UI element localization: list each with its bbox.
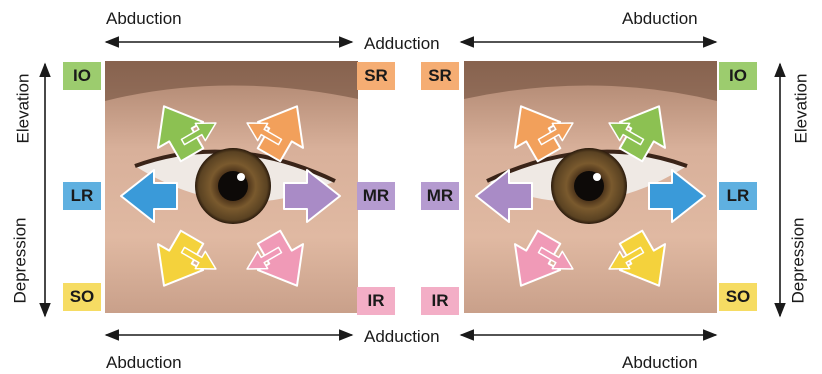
so-arrow-left-eye xyxy=(141,224,220,298)
lr-arrow-left-eye xyxy=(121,170,177,222)
io-badge-right: IO xyxy=(719,62,757,90)
io-badge-left: IO xyxy=(63,62,101,90)
so-badge-right: SO xyxy=(719,283,757,311)
sr-badge-left: SR xyxy=(357,62,395,90)
ir-badge-left: IR xyxy=(357,287,395,315)
sr-badge-right: SR xyxy=(421,62,459,90)
lr-arrow-right-eye xyxy=(649,170,705,222)
mr-arrow-right-eye xyxy=(476,170,532,222)
sr-arrow-left-eye xyxy=(242,93,319,167)
so-badge-left: SO xyxy=(63,283,101,311)
ir-badge-right: IR xyxy=(421,287,459,315)
mr-arrow-left-eye xyxy=(284,170,340,222)
io-arrow-right-eye xyxy=(604,93,681,167)
mr-badge-left: MR xyxy=(357,182,395,210)
lr-badge-right: LR xyxy=(719,182,757,210)
io-arrow-left-eye xyxy=(141,93,220,167)
ir-arrow-left-eye xyxy=(242,224,319,298)
sr-arrow-right-eye xyxy=(498,93,577,167)
so-arrow-right-eye xyxy=(604,224,681,298)
mr-badge-right: MR xyxy=(421,182,459,210)
ir-arrow-right-eye xyxy=(498,224,577,298)
lr-badge-left: LR xyxy=(63,182,101,210)
